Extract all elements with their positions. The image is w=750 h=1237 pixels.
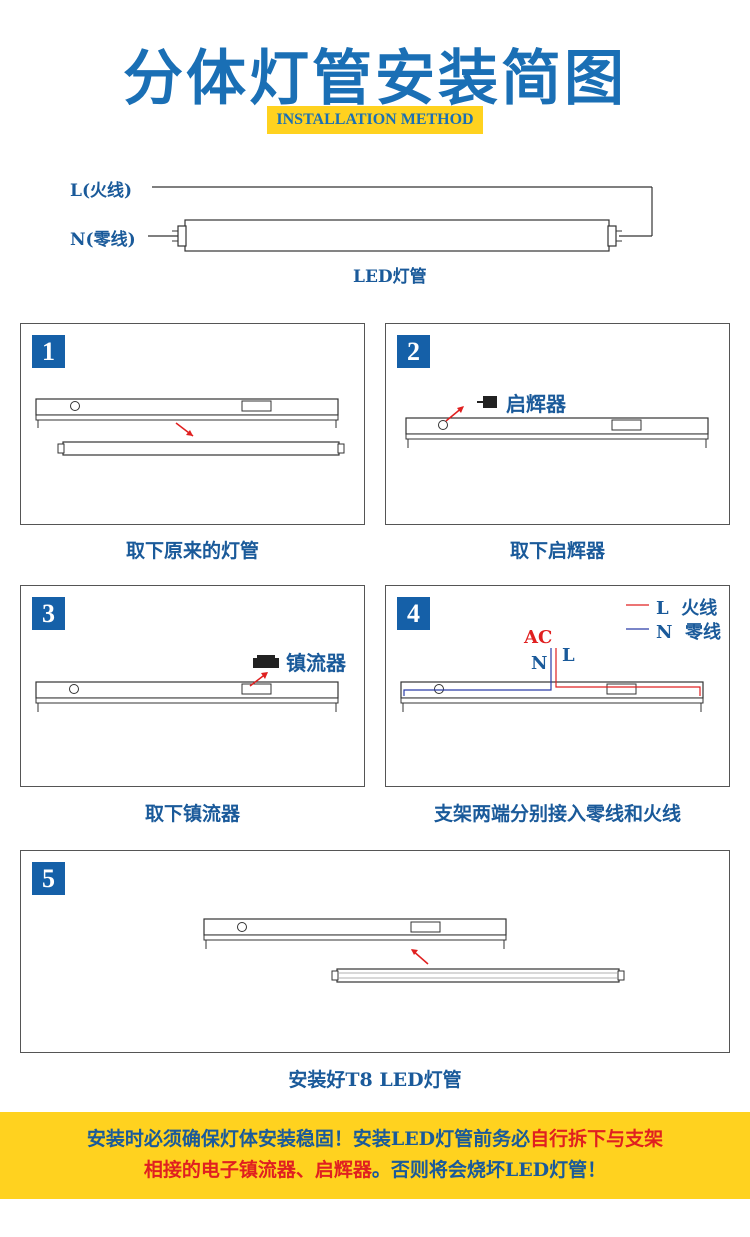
- step-5-caption: 安装好T8 LED灯管: [288, 1069, 462, 1091]
- ac-label: AC: [524, 627, 553, 648]
- ballast-icon: [253, 658, 279, 668]
- legend-live: L 火线: [656, 598, 718, 619]
- step-1-caption: 取下原来的灯管: [125, 540, 259, 562]
- l-label: L: [562, 645, 575, 666]
- n-label: N: [531, 653, 548, 674]
- ballast-label: 镇流器: [286, 651, 346, 675]
- step-4-panel: 4 L 火线 N 零线 AC N L: [385, 585, 730, 787]
- subtitle-wrap: INSTALLATION METHOD: [0, 106, 750, 134]
- step-3-badge: 3: [32, 597, 65, 630]
- led-tube-top: [184, 219, 610, 252]
- step-1-panel: 1: [20, 323, 365, 525]
- warning-line1-a: 安装时必须确保灯体安装稳固！安装LED灯管前务必: [86, 1128, 531, 1150]
- step-4-illustration: [400, 604, 704, 712]
- step-3-panel: 3 镇流器: [20, 585, 365, 787]
- step-1-badge: 1: [32, 335, 65, 368]
- page-title: 分体灯管安装简图: [123, 44, 627, 114]
- live-wire-label: L(火线): [70, 181, 133, 201]
- warning-line2-b: 。否则将会烧坏LED灯管！: [371, 1159, 607, 1181]
- step-2-illustration: [405, 396, 709, 448]
- step-5-badge: 5: [32, 862, 65, 895]
- legend-neutral: N 零线: [656, 622, 721, 643]
- warning-line2-a: 相接的电子镇流器、启辉器: [143, 1159, 372, 1181]
- step-5-illustration: [203, 918, 625, 983]
- step-5-panel: 5: [20, 850, 730, 1053]
- step-3-illustration: [35, 655, 339, 712]
- subtitle-badge: INSTALLATION METHOD: [267, 106, 483, 134]
- starter-icon: [483, 396, 497, 408]
- step-2-badge: 2: [397, 335, 430, 368]
- neutral-wire-label: N(零线): [70, 230, 136, 250]
- step-4-caption: 支架两端分别接入零线和火线: [433, 803, 681, 825]
- wiring-diagram: [148, 186, 653, 252]
- step-1-illustration: [35, 398, 345, 456]
- step-3-caption: 取下镇流器: [144, 803, 240, 825]
- step-2-caption: 取下启辉器: [509, 540, 605, 562]
- warning-line1-b: 自行拆下与支架: [530, 1128, 664, 1150]
- led-tube-label: LED灯管: [353, 267, 427, 287]
- step-2-panel: 2 启辉器: [385, 323, 730, 525]
- starter-label: 启辉器: [506, 392, 566, 416]
- warning-banner: 安装时必须确保灯体安装稳固！安装LED灯管前务必自行拆下与支架 相接的电子镇流器…: [0, 1112, 750, 1199]
- step-4-badge: 4: [397, 597, 430, 630]
